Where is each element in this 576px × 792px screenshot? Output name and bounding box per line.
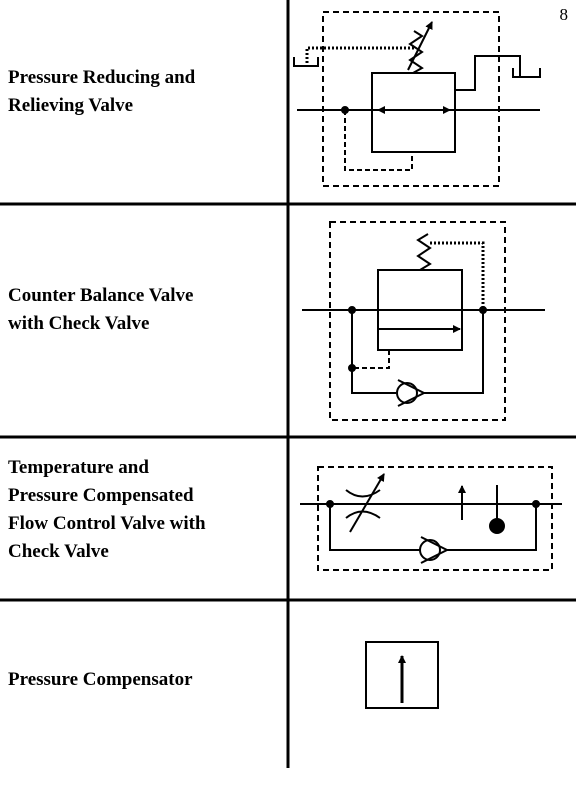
row-label-pressure-compensator: Pressure Compensator: [8, 669, 193, 690]
pressure-reducing-relieving-valve-icon: [293, 11, 541, 187]
temperature-pressure-compensated-flow-control-valve-with-check-valve-icon: [300, 466, 562, 571]
row-label-flow-control-valve: Temperature and Pressure Compensated Flo…: [8, 457, 206, 562]
pressure-compensator-icon: [365, 641, 439, 709]
table-grid: [0, 0, 576, 768]
row-label-pressure-reducing-relieving-valve: Pressure Reducing and Relieving Valve: [8, 67, 196, 116]
page-number: 8: [559, 5, 569, 24]
row-label-counter-balance-valve: Counter Balance Valve with Check Valve: [8, 285, 194, 334]
counter-balance-valve-with-check-valve-icon: [302, 221, 545, 421]
